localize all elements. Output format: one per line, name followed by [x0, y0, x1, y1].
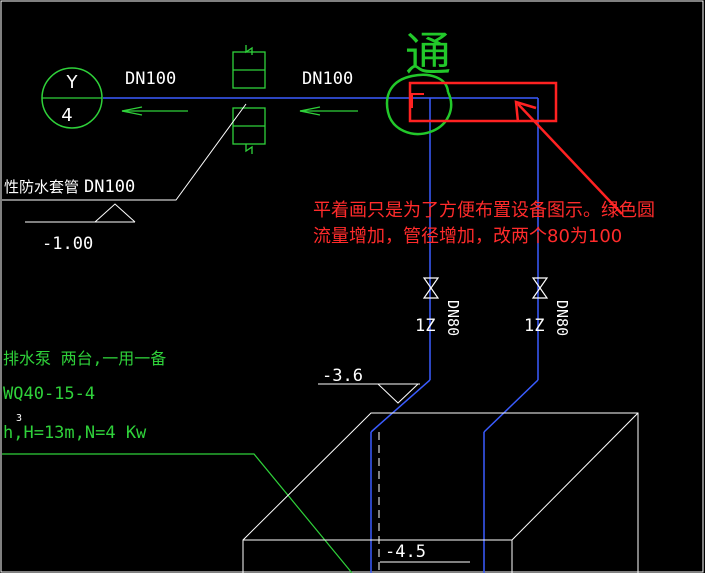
- red-markup-arrow: [514, 100, 623, 215]
- valve-tag-2: 1Z: [524, 316, 544, 336]
- red-markup-box: [408, 81, 558, 123]
- flow-arrow-left: [121, 106, 188, 116]
- sleeve-dn-label: DN100: [84, 177, 135, 197]
- elevation-label-3: -4.5: [385, 542, 426, 562]
- sleeve-leader-line: [2, 103, 247, 201]
- elevation-label-2: -3.6: [322, 366, 363, 386]
- pump-desc-line1: 排水泵 两台,一用一备: [3, 349, 166, 368]
- valve-dn-2: DN80: [553, 300, 571, 336]
- pipe-label-left: DN100: [125, 69, 176, 89]
- pump-pit-box: [242, 412, 639, 573]
- pipe-number-marker: Y 4: [41, 67, 103, 129]
- waterproof-sleeve-symbol: [232, 45, 266, 154]
- flow-arrow-right: [299, 106, 358, 116]
- valve-1: [422, 277, 440, 299]
- main-pipe: [103, 97, 539, 573]
- markup-note-line2: 流量增加，管径增加，改两个80为100: [313, 226, 623, 247]
- red-markup-corner-stroke: [411, 93, 424, 108]
- marker-bottom-number: 4: [61, 105, 72, 126]
- sleeve-label: 性防水套管: [4, 178, 79, 196]
- valve-2: [531, 277, 549, 299]
- pump-desc-line3: h,H=13m,N=4 Kw: [3, 423, 147, 443]
- marker-top-letter: Y: [66, 72, 79, 93]
- handwritten-character: 通: [405, 27, 451, 81]
- elevation-marker-2: [318, 383, 420, 404]
- green-markup-circle: [385, 73, 453, 136]
- pump-leader-line: [2, 453, 353, 573]
- markup-note-line1: 平着画只是为了方便布置设备图示。绿色圆: [313, 200, 655, 221]
- valve-tag-1: 1Z: [415, 316, 435, 336]
- valve-dn-1: DN80: [444, 300, 462, 336]
- pipe-label-right: DN100: [302, 69, 353, 89]
- pump-desc-line2: WQ40-15-4: [3, 384, 95, 404]
- markup-note: 平着画只是为了方便布置设备图示。绿色圆 流量增加，管径增加，改两个80为100: [313, 198, 705, 250]
- elevation-marker-1: [25, 203, 136, 223]
- pump-desc-sup: 3: [16, 413, 22, 424]
- elevation-label-1: -1.00: [42, 234, 93, 254]
